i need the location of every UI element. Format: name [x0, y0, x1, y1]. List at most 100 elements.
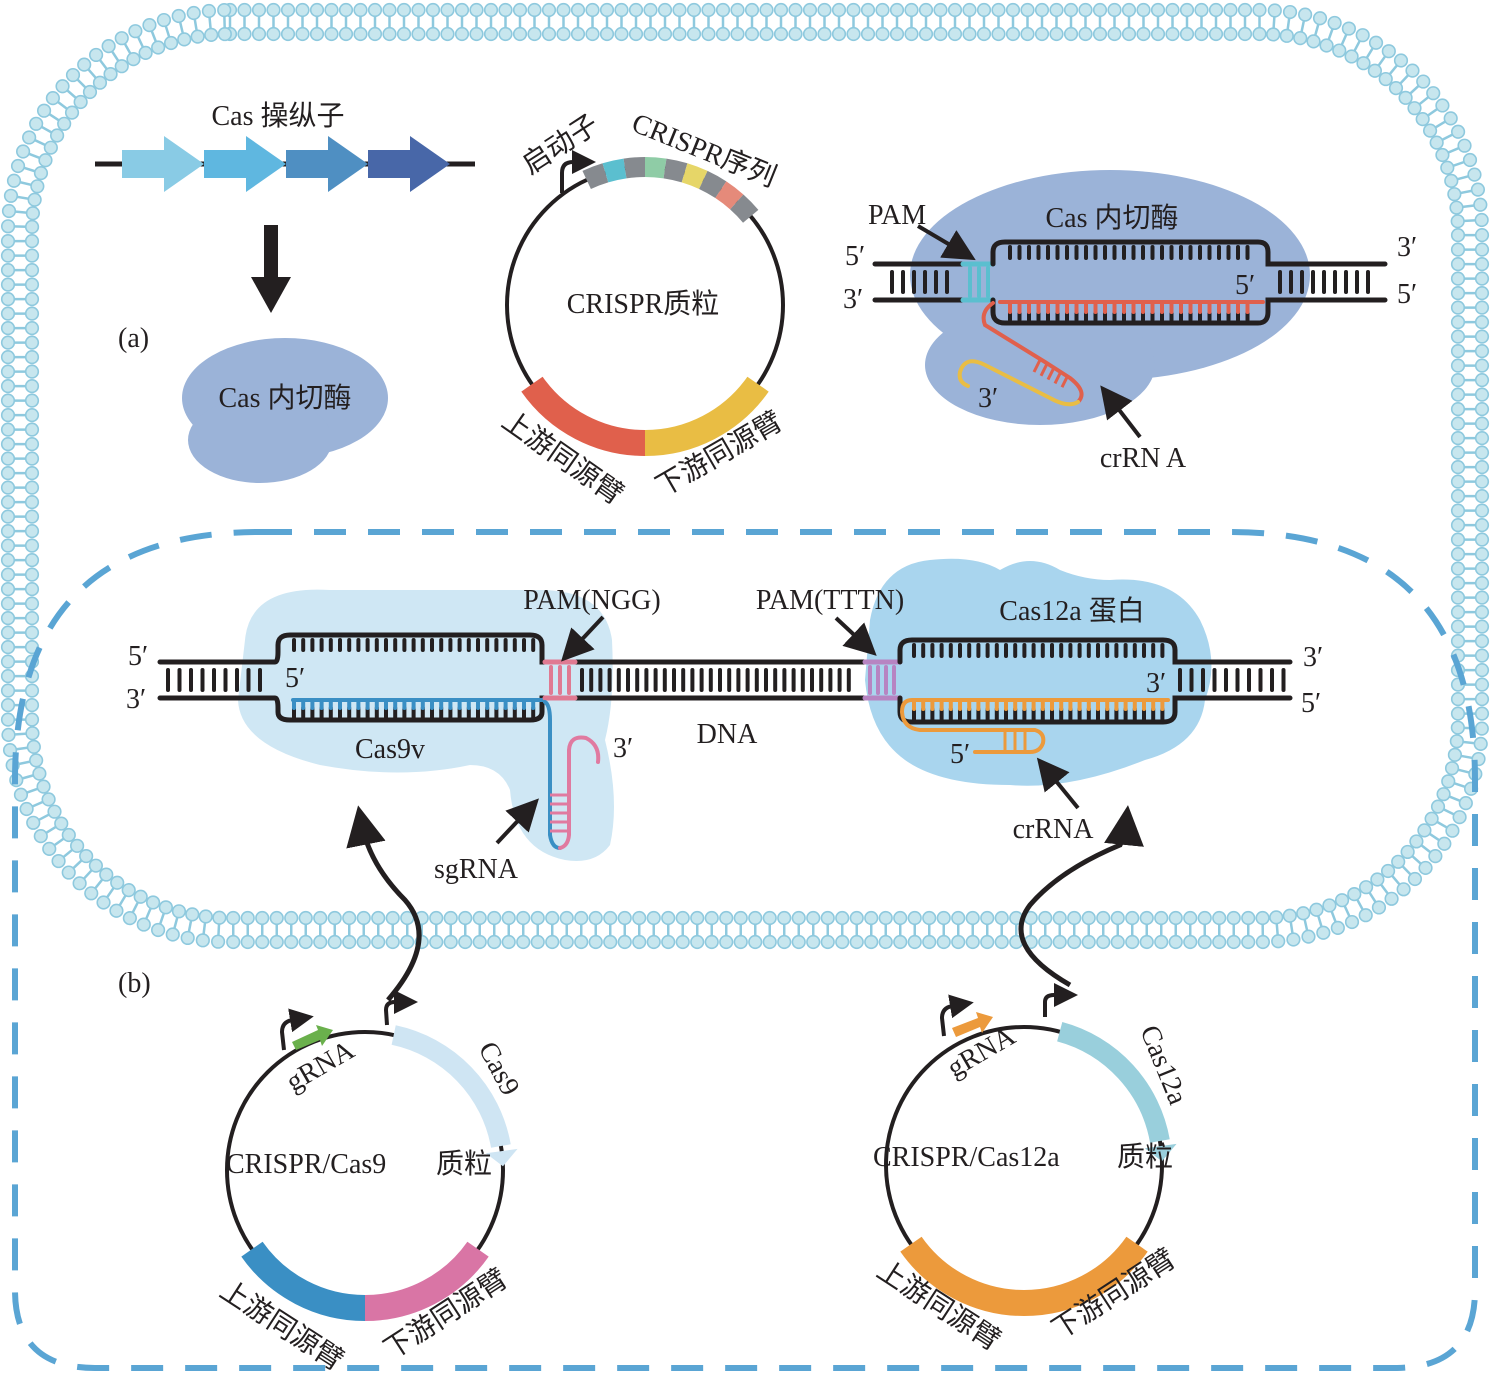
lipid-head [47, 92, 60, 105]
lipid-head [731, 4, 744, 17]
lipid-head [821, 936, 834, 949]
lipid-head [134, 890, 147, 903]
lipid-head [1007, 4, 1020, 17]
lipid-head [299, 912, 312, 925]
lipid-head [1445, 175, 1458, 188]
lipid-head [1408, 102, 1421, 115]
lipid-head [630, 28, 643, 41]
lipid-head [937, 912, 950, 925]
lipid-head [966, 936, 979, 949]
lipid-head [1430, 136, 1443, 149]
lipid-head [731, 28, 744, 41]
guide-5-end: 5′ [285, 663, 305, 694]
lipid-head [1371, 873, 1384, 886]
operon-gene-arrow [122, 136, 204, 192]
lipid-head [2, 481, 15, 494]
lipid-head [1272, 935, 1285, 948]
lipid-head [937, 936, 950, 949]
lipid-head [1227, 912, 1240, 925]
lipid-head [1082, 936, 1095, 949]
lipid-head [1108, 4, 1121, 17]
lipid-head [1452, 548, 1465, 561]
lipid-head [1310, 903, 1323, 916]
lipid-head [1079, 28, 1092, 41]
lipid-head [26, 235, 39, 248]
lipid-head [1320, 39, 1333, 52]
lipid-head [1137, 28, 1150, 41]
b-end-5-left: 5′ [128, 641, 148, 672]
lipid-head [26, 481, 39, 494]
lipid-head [499, 28, 512, 41]
lipid-head [1476, 504, 1489, 517]
lipid-head [1476, 533, 1489, 546]
lipid-head [1476, 722, 1489, 735]
lipid-head [26, 322, 39, 335]
lipid-head [1166, 4, 1179, 17]
lipid-head [23, 131, 36, 144]
lipid-head [1452, 707, 1465, 720]
cas12a-plasmid: gRNA Cas12a CRISPR/Cas12a 质粒 上游同源臂 下游同源臂 [871, 995, 1193, 1357]
lipid-head [2, 729, 15, 742]
lipid-head [1410, 835, 1423, 848]
lipid-head [1452, 504, 1465, 517]
lipid-head [71, 840, 84, 853]
lipid-head [199, 910, 212, 923]
lipid-head [720, 912, 733, 925]
lipid-head [48, 805, 61, 818]
lipid-head [52, 855, 65, 868]
lipid-head [1476, 519, 1489, 532]
lipid-head [949, 4, 962, 17]
lipid-head [1195, 4, 1208, 17]
lipid-head [673, 4, 686, 17]
lipid-head [1401, 846, 1414, 859]
expression-arrow [251, 225, 291, 313]
lipid-head [1079, 4, 1092, 17]
lipid-head [37, 780, 50, 793]
lipid-head [173, 905, 186, 918]
lipid-head [427, 28, 440, 41]
sgrna-3-end: 3′ [613, 733, 633, 764]
lipid-head [34, 830, 47, 843]
lipid-head [604, 912, 617, 925]
lipid-head [966, 912, 979, 925]
lipid-head [2, 554, 15, 567]
lipid-head [56, 80, 69, 93]
lipid-head [328, 912, 341, 925]
crispr-repeat-spacer [587, 173, 606, 180]
lipid-head [934, 4, 947, 17]
lipid-head [20, 803, 33, 816]
lipid-head [978, 4, 991, 17]
lipid-head [1333, 44, 1346, 57]
lipid-head [1343, 22, 1356, 35]
crrna-b-label: crRNA [1013, 814, 1095, 845]
lipid-head [158, 14, 171, 27]
lipid-head [1474, 198, 1487, 211]
lipid-head [1224, 4, 1237, 17]
lipid-head [514, 28, 527, 41]
lipid-head [2, 365, 15, 378]
lipid-head [58, 118, 71, 131]
cas9v-protein-blob [238, 590, 614, 861]
lipid-head [26, 438, 39, 451]
lipid-head [792, 912, 805, 925]
lipid-head [354, 28, 367, 41]
lipid-head [26, 380, 39, 393]
lipid-head [821, 912, 834, 925]
lipid-head [1068, 936, 1081, 949]
lipid-head [879, 936, 892, 949]
lipid-head [1468, 168, 1481, 181]
lipid-head [401, 936, 414, 949]
lipid-head [1383, 45, 1396, 58]
lipid-head [1050, 28, 1063, 41]
lipid-head [17, 145, 30, 158]
lipid-head [1242, 936, 1255, 949]
panel-a: (a) Cas 操纵子 Cas 内切酶 启动子 CRISPR序列 C [95, 100, 1417, 511]
lipid-head [372, 936, 385, 949]
lipid-head [618, 912, 631, 925]
lipid-head [920, 4, 933, 17]
lipid-head [1476, 678, 1489, 691]
lipid-head [1181, 4, 1194, 17]
lipid-head [807, 936, 820, 949]
lipid-head [1476, 316, 1489, 329]
crispr-repeat-spacer [685, 173, 704, 180]
